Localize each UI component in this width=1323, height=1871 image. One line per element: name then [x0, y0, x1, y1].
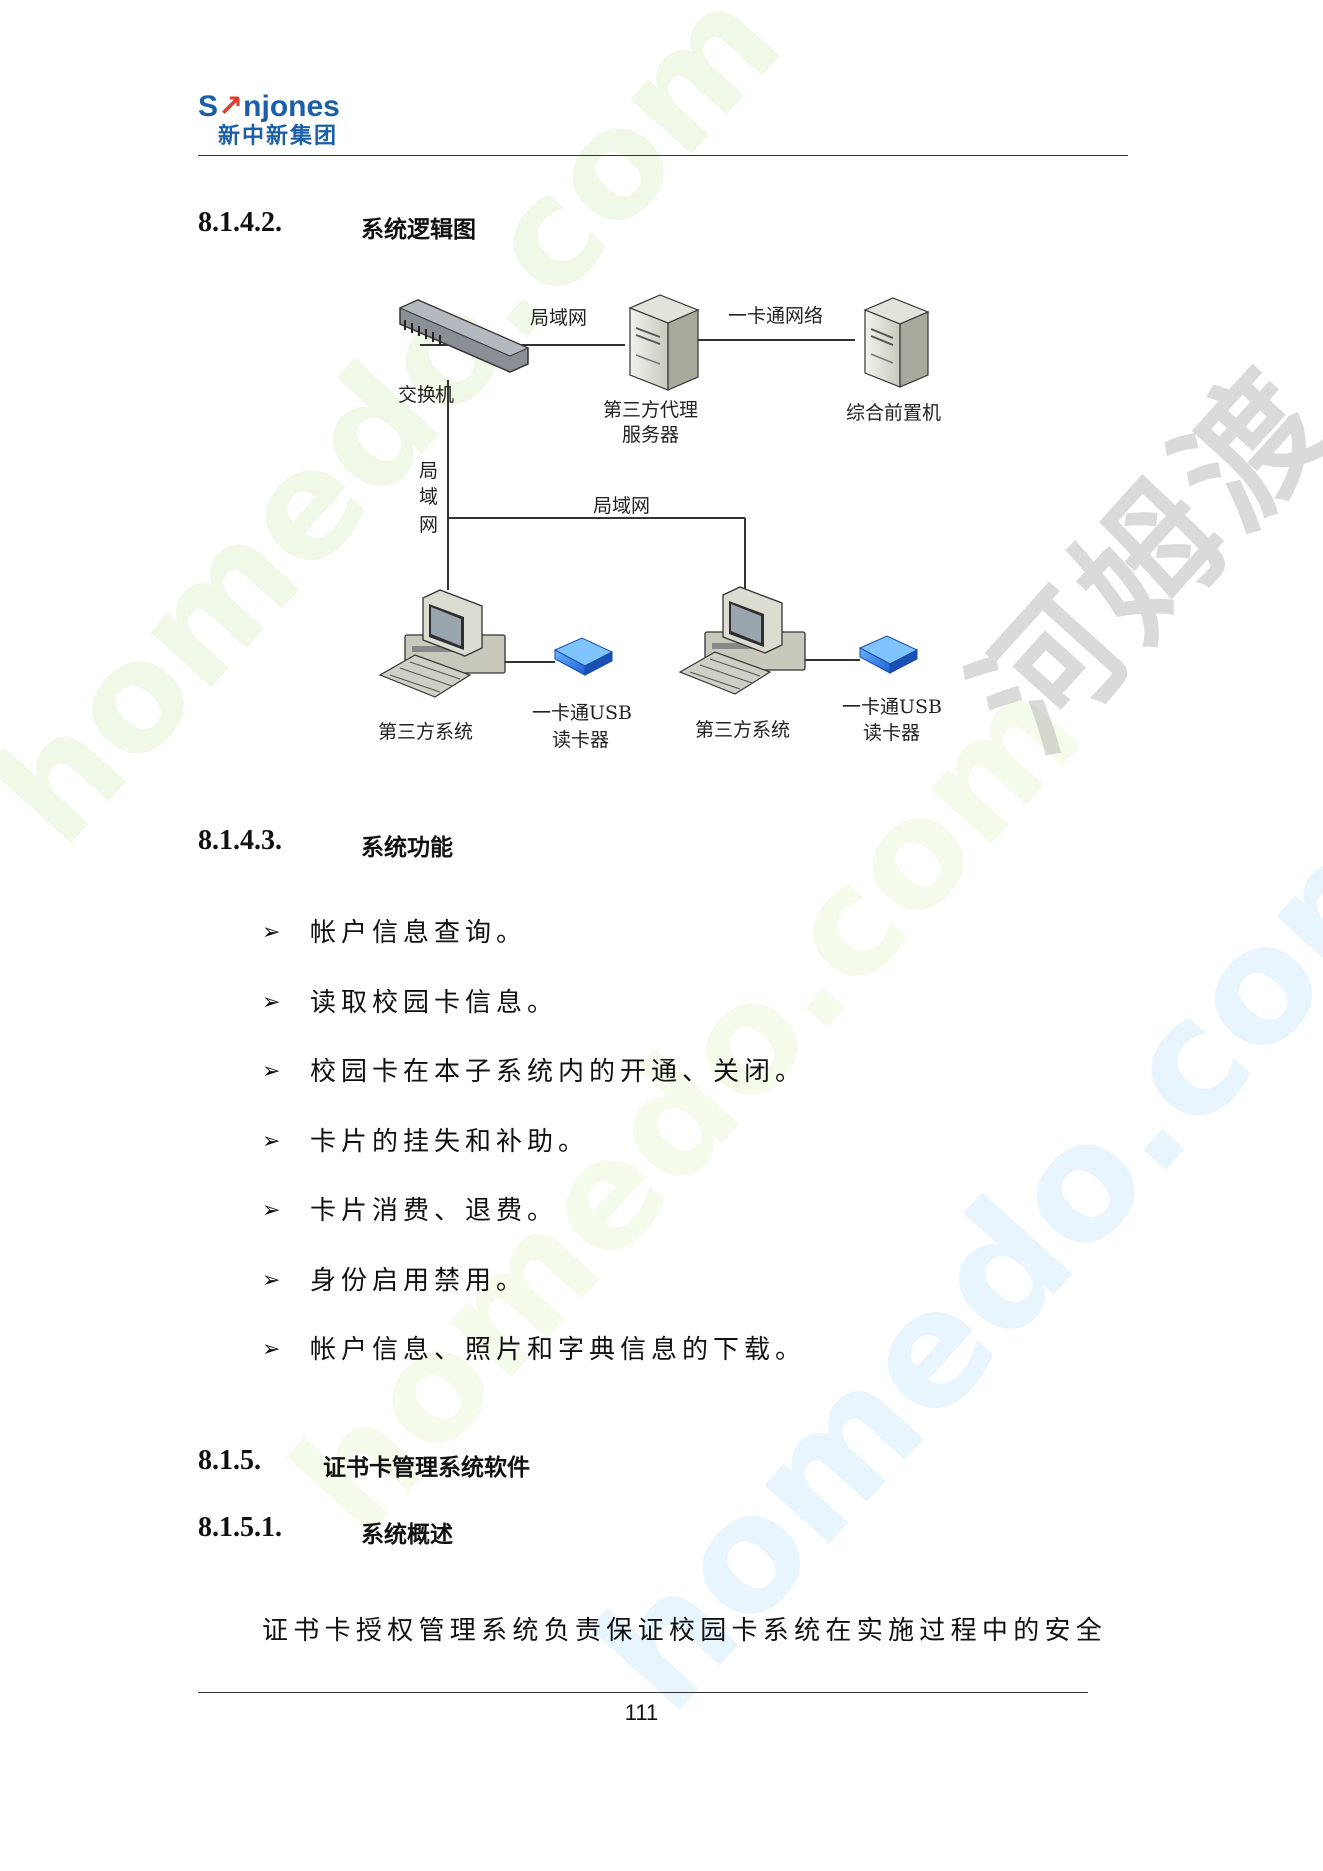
usb-reader-label: 读卡器 — [863, 722, 920, 744]
logo-wordmark: njones — [243, 90, 340, 123]
third-party-computer-icon — [378, 589, 506, 698]
lan-vertical-label: 局 — [419, 460, 438, 482]
section-title: 系统逻辑图 — [361, 217, 476, 243]
section-title: 系统功能 — [361, 835, 453, 861]
header-divider — [198, 155, 1128, 156]
arrow-bullet-icon: ➢ — [262, 1198, 281, 1223]
body-paragraph: 证书卡授权管理系统负责保证校园卡系统在实施过程中的安全 — [262, 1616, 1108, 1646]
front-server-label: 综合前置机 — [846, 402, 941, 424]
switch-label: 机 — [435, 384, 454, 406]
lan-label: 局域网 — [593, 495, 650, 517]
front-server-icon — [863, 297, 930, 388]
usb-reader-label: 读卡器 — [552, 729, 609, 751]
proxy-server-icon — [628, 294, 700, 391]
network-links — [420, 339, 860, 663]
arrow-bullet-icon: ➢ — [262, 1337, 281, 1362]
arrow-bullet-icon: ➢ — [262, 1267, 281, 1293]
usb-reader-label: 一卡通USB — [532, 702, 632, 724]
section-heading: 8.1.5. 证书卡管理系统软件 — [198, 1445, 530, 1481]
logo-chinese-name: 新中新集团 — [218, 124, 339, 149]
section-number: 8.1.5. — [198, 1445, 261, 1476]
footer-divider — [198, 1692, 1088, 1693]
list-item: ➢帐户信息查询。 — [262, 918, 528, 948]
proxy-server-label: 服务器 — [622, 424, 679, 446]
logo-swoosh-icon: ↗ — [218, 90, 244, 123]
section-title: 系统概述 — [361, 1522, 453, 1548]
list-item: ➢读取校园卡信息。 — [262, 987, 559, 1018]
list-item: ➢校园卡在本子系统内的开通、关闭。 — [262, 1057, 807, 1087]
usb-card-reader-icon — [858, 635, 919, 674]
section-number: 8.1.4.3. — [198, 825, 282, 856]
arrow-bullet-icon: ➢ — [262, 1128, 281, 1154]
usb-reader-label: 一卡通USB — [842, 696, 942, 718]
list-item: ➢卡片消费、退费。 — [262, 1196, 559, 1226]
lan-label: 局域网 — [530, 307, 587, 329]
list-item: ➢帐户信息、照片和字典信息的下载。 — [262, 1335, 807, 1365]
third-party-system-label: 第三方系统 — [695, 719, 790, 741]
lan-vertical-label: 域 — [419, 486, 438, 508]
proxy-server-label: 第三方代理 — [603, 399, 698, 421]
arrow-bullet-icon: ➢ — [262, 1059, 281, 1084]
function-list: ➢帐户信息查询。 ➢读取校园卡信息。 ➢校园卡在本子系统内的开通、关闭。 ➢卡片… — [262, 918, 806, 1405]
logo-letter: S — [198, 90, 219, 123]
third-party-system-label: 第三方系统 — [378, 721, 473, 743]
third-party-computer-icon — [678, 586, 806, 695]
list-item: ➢卡片的挂失和补助。 — [262, 1126, 590, 1157]
arrow-bullet-icon: ➢ — [262, 989, 281, 1015]
section-heading: 8.1.4.3. 系统功能 — [198, 825, 453, 861]
switch-label: 交换 — [398, 384, 436, 406]
system-logic-diagram: 交换 机 第三方代理 服务器 综合前置机 局域网 一卡通网络 局 域 网 局域网… — [378, 294, 942, 751]
lan-vertical-label: 网 — [419, 514, 438, 536]
card-network-label: 一卡通网络 — [728, 305, 823, 327]
network-switch-icon — [398, 299, 530, 373]
arrow-bullet-icon: ➢ — [262, 920, 281, 945]
usb-card-reader-icon — [553, 637, 614, 676]
section-number: 8.1.4.2. — [198, 207, 282, 238]
page-number: 111 — [624, 1700, 659, 1725]
section-heading: 8.1.4.2. 系统逻辑图 — [198, 207, 476, 243]
list-item: ➢身份启用禁用。 — [262, 1265, 528, 1296]
company-logo: S↗njones 新中新集团 — [198, 90, 340, 150]
section-heading: 8.1.5.1. 系统概述 — [198, 1512, 453, 1548]
section-number: 8.1.5.1. — [198, 1512, 282, 1543]
section-title: 证书卡管理系统软件 — [323, 1455, 530, 1481]
